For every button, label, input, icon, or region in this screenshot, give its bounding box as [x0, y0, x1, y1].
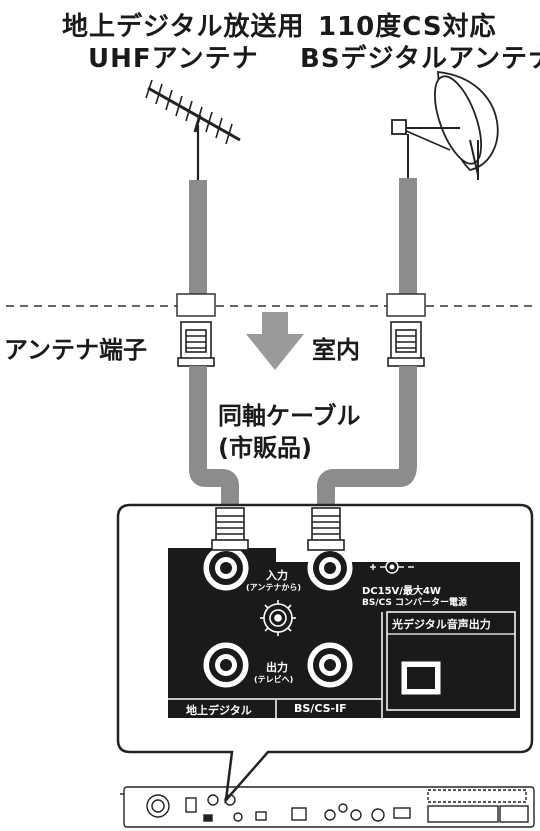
- output-label: 出力: [266, 661, 288, 674]
- terrestrial-input-jack[interactable]: [203, 545, 249, 591]
- antenna-terminal-label: アンテナ端子: [4, 336, 148, 364]
- input-sublabel: (アンテナから): [246, 583, 301, 592]
- bs-indoor-coax-cable: [317, 366, 417, 510]
- bs-outdoor-cable: [399, 178, 417, 296]
- output-sublabel: (テレビへ): [254, 675, 294, 684]
- indoor-label: 室内: [312, 336, 360, 364]
- bs-output-jack[interactable]: [307, 642, 353, 688]
- terrestrial-tab-label: 地上デジタル: [186, 704, 252, 717]
- uhf-antenna-terminal-icon: [177, 321, 215, 367]
- bscs-tab-label: BS/CS-IF: [294, 702, 347, 715]
- uhf-indoor-coax-cable: [189, 366, 239, 510]
- uhf-wall-plate: [176, 293, 216, 317]
- indoor-arrow-icon: [246, 312, 304, 370]
- dc-power-label: DC15V/最大4W: [362, 586, 441, 597]
- optical-output-title: 光デジタル音声出力: [392, 618, 491, 631]
- converter-power-label: BS/CS コンバーター電源: [362, 598, 468, 608]
- uhf-coax-plug-icon: [211, 507, 249, 551]
- bs-antenna-title-line2: BSデジタルアンテナ: [300, 44, 540, 74]
- dc-polarity-icon: [370, 560, 414, 574]
- terrestrial-output-jack[interactable]: [203, 642, 249, 688]
- bs-wall-plate: [386, 293, 426, 317]
- input-label: 入力: [266, 569, 288, 582]
- coax-cable-label: 同軸ケーブル: [218, 402, 361, 430]
- uhf-outdoor-cable: [189, 180, 207, 296]
- uhf-antenna-title-line2: UHFアンテナ: [88, 44, 259, 74]
- bs-antenna-title-line1: 110度CS対応: [318, 12, 497, 42]
- recorder-rear-panel: [120, 786, 535, 828]
- uhf-antenna-title-line1: 地上デジタル放送用: [62, 12, 305, 42]
- coax-cable-sublabel: (市販品): [218, 434, 312, 462]
- bs-dish-icon: [391, 70, 499, 180]
- terrestrial-tab: [168, 700, 276, 718]
- bs-input-jack[interactable]: [307, 545, 353, 591]
- bs-coax-plug-icon: [307, 507, 345, 551]
- center-terminal-icon: [260, 600, 296, 636]
- bs-antenna-terminal-icon: [387, 321, 425, 367]
- uhf-antenna-icon: [145, 79, 241, 180]
